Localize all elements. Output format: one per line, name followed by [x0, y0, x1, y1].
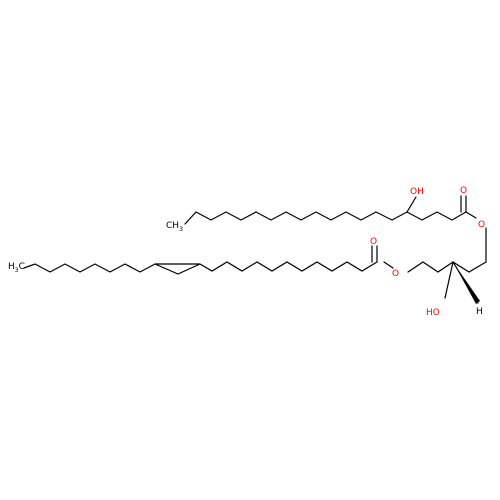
methyl-left-label: H3C: [8, 262, 25, 274]
carbonyl-oxygen-top: O: [460, 186, 467, 196]
ester-oxygen-right: O: [478, 220, 485, 230]
hydroxyl-bond-top: [406, 196, 417, 213]
stereo-bond-h: [452, 261, 479, 304]
upper-alkyl-chain: [184, 211, 467, 225]
cyclopropane-ring: [154, 263, 201, 275]
hydroxyl-bond-bottom: [444, 261, 454, 299]
ester-bond-mid: [383, 261, 394, 269]
lower-alkyl-chain: [199, 261, 378, 272]
methyl-top-label: CH3: [166, 221, 183, 233]
hexyl-chain: [23, 263, 156, 273]
ester-oxygen-mid: O: [392, 269, 399, 279]
ester-bond-top: [465, 211, 477, 219]
hydroxyl-top-label: OH: [410, 187, 424, 197]
hydroxyl-bottom-label: HO: [426, 308, 440, 318]
glycerol-backbone: [407, 261, 487, 273]
stereo-hydrogen-label: H: [476, 307, 483, 317]
carbonyl-oxygen-left: O: [370, 237, 377, 247]
